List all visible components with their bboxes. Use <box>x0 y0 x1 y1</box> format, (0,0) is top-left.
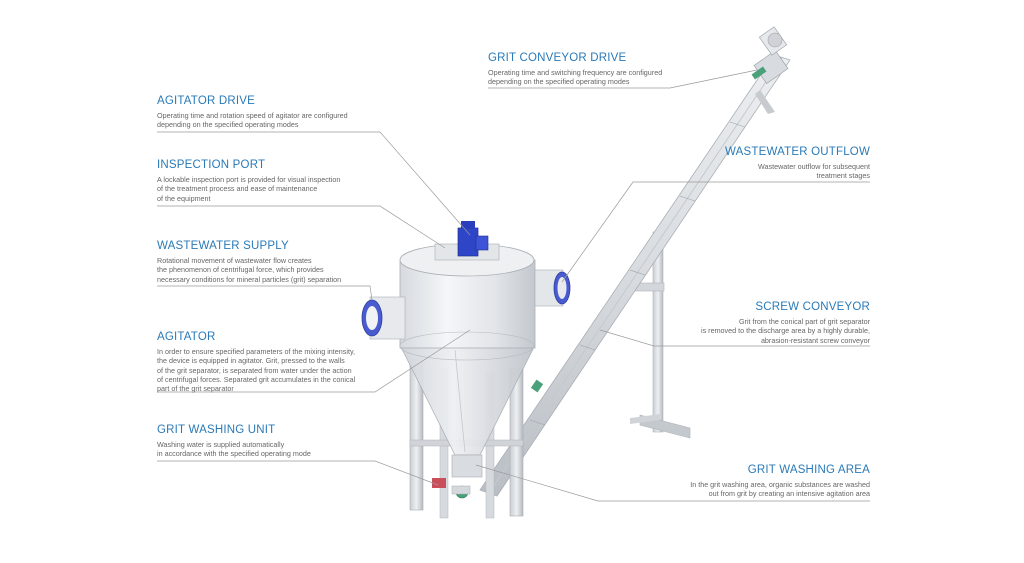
desc-line: is removed to the discharge area by a hi… <box>700 326 870 336</box>
desc-line: In order to ensure specified parameters … <box>157 347 356 356</box>
washing-unit-valves <box>432 478 471 499</box>
label-screw-conveyor: SCREW CONVEYOR Grit from the conical par… <box>701 301 870 345</box>
agitator-motor <box>457 221 489 257</box>
label-description: Washing water is supplied automatically … <box>157 440 311 459</box>
label-wastewater-outflow: WASTEWATER OUTFLOW Wastewater outflow fo… <box>725 146 870 181</box>
desc-line: treatment stages <box>816 171 870 181</box>
leader-lines <box>157 69 870 502</box>
screw-conveyor-tube <box>479 54 791 497</box>
label-title: SCREW CONVEYOR <box>755 301 870 313</box>
label-grit-washing-unit: GRIT WASHING UNIT Washing water is suppl… <box>157 424 311 459</box>
desc-line: Rotational movement of wastewater flow c… <box>157 256 312 265</box>
desc-line: necessary conditions for mineral particl… <box>157 274 342 284</box>
label-title: WASTEWATER SUPPLY <box>157 240 289 252</box>
conveyor-drive <box>751 26 789 114</box>
label-wastewater-supply: WASTEWATER SUPPLY Rotational movement of… <box>157 240 341 284</box>
desc-line: Operating time and switching frequency a… <box>488 68 663 77</box>
label-description: In the grit washing area, organic substa… <box>690 480 870 499</box>
separator-tank <box>399 243 536 361</box>
label-title: GRIT WASHING UNIT <box>157 424 276 436</box>
desc-line: Wastewater outflow for subsequent <box>758 162 870 171</box>
separator-cone <box>399 344 536 478</box>
label-grit-washing-area: GRIT WASHING AREA In the grit washing ar… <box>690 464 870 499</box>
desc-line: out from grit by creating an intensive a… <box>708 489 870 499</box>
label-description: Operating time and switching frequency a… <box>488 68 662 87</box>
desc-line: Washing water is supplied automatically <box>157 440 285 449</box>
label-agitator: AGITATOR In order to ensure specified pa… <box>157 331 355 393</box>
desc-line: Operating time and rotation speed of agi… <box>157 111 348 120</box>
label-agitator-drive: AGITATOR DRIVE Operating time and rotati… <box>157 95 348 130</box>
desc-line: depending on the specified operating mod… <box>488 77 630 87</box>
desc-line: A lockable inspection port is provided f… <box>157 175 341 184</box>
label-title: AGITATOR <box>157 331 216 343</box>
label-grit-conveyor-drive: GRIT CONVEYOR DRIVE Operating time and s… <box>488 52 662 87</box>
label-description: Operating time and rotation speed of agi… <box>157 111 348 130</box>
label-description: In order to ensure specified parameters … <box>157 347 355 393</box>
desc-line: of the equipment <box>157 193 211 203</box>
desc-line: depending on the specified operating mod… <box>157 120 299 130</box>
label-title: AGITATOR DRIVE <box>157 95 256 107</box>
desc-line: of the grit separator, is separated from… <box>157 365 352 375</box>
label-inspection-port: INSPECTION PORT A lockable inspection po… <box>157 159 340 203</box>
desc-line: In the grit washing area, organic substa… <box>690 480 870 489</box>
outlet-pipe <box>534 269 571 307</box>
desc-line: of the treatment process and ease of mai… <box>157 184 318 194</box>
label-description: Wastewater outflow for subsequent treatm… <box>725 162 870 181</box>
label-title: INSPECTION PORT <box>157 159 266 171</box>
label-title: WASTEWATER OUTFLOW <box>725 146 870 158</box>
desc-line: of centrifugal forces. Separated grit ac… <box>157 374 356 384</box>
label-title: GRIT CONVEYOR DRIVE <box>488 52 627 64</box>
label-description: A lockable inspection port is provided f… <box>157 175 340 203</box>
desc-line: Grit from the conical part of grit separ… <box>738 317 870 326</box>
label-description: Grit from the conical part of grit separ… <box>701 317 870 345</box>
desc-line: in accordance with the specified operati… <box>157 449 311 459</box>
desc-line: the device is equipped in agitator. Grit… <box>157 356 345 366</box>
label-description: Rotational movement of wastewater flow c… <box>157 256 341 284</box>
inlet-pipe <box>361 296 406 340</box>
desc-line: part of the grit separator <box>157 384 234 394</box>
desc-line: abrasion-resistant screw conveyor <box>760 335 870 345</box>
desc-line: the phenomenon of centrifugal force, whi… <box>157 265 324 275</box>
label-title: GRIT WASHING AREA <box>747 464 870 476</box>
